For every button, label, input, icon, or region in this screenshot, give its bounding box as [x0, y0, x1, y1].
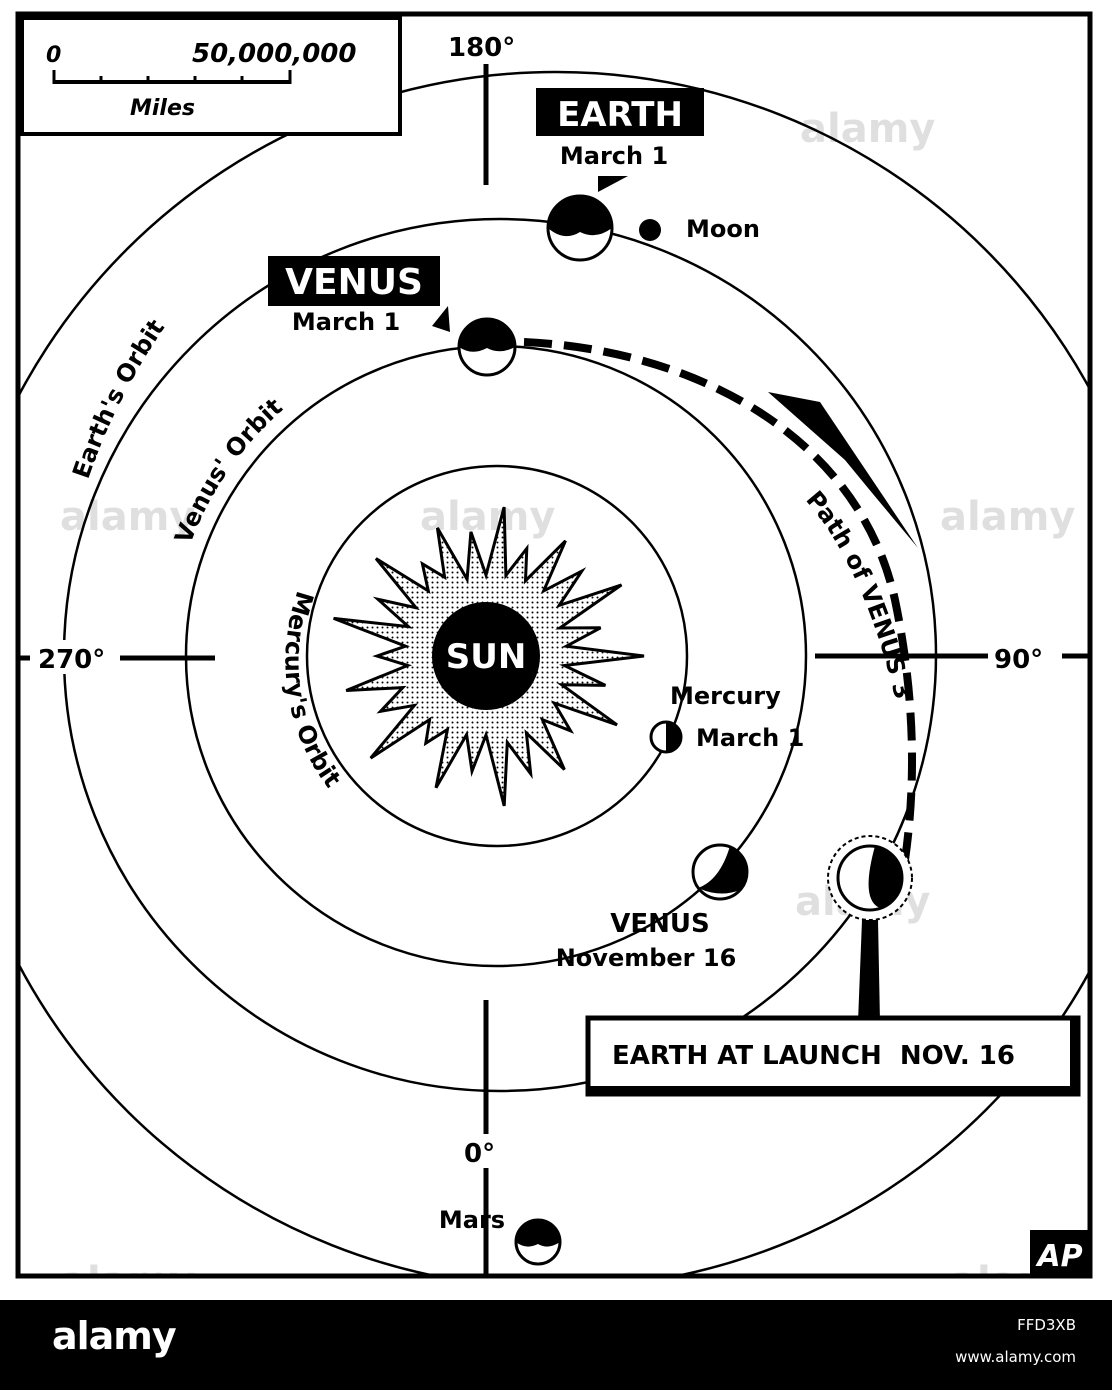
- footer-brand-logo: alamy: [52, 1314, 177, 1358]
- scale-unit: Miles: [130, 96, 195, 121]
- footer-url[interactable]: www.alamy.com: [955, 1348, 1076, 1366]
- watermark-text: alamy: [420, 494, 555, 540]
- footer-bar: alamy FFD3XB www.alamy.com: [0, 1300, 1112, 1390]
- venus-march-date: March 1: [292, 308, 400, 336]
- scale-zero: 0: [46, 43, 61, 68]
- earth-march-group: EARTH March 1 Moon: [536, 88, 760, 262]
- mercury-group: Mercury March 1: [649, 682, 804, 754]
- scale-legend: 0 50,000,000 Miles: [20, 16, 402, 136]
- watermark-text: alamy: [60, 1259, 195, 1300]
- degree-0-label: 0°: [464, 1139, 495, 1169]
- venus-nov-group: VENUS November 16: [556, 843, 749, 972]
- mercury-name: Mercury: [670, 682, 781, 710]
- earth-march-label-box: [536, 88, 704, 136]
- venus-march-group: VENUS March 1: [268, 256, 517, 377]
- launch-label: EARTH AT LAUNCH NOV. 16: [612, 1041, 1015, 1071]
- venus-march-pointer: [432, 306, 450, 332]
- mercury-orbit: [305, 464, 689, 848]
- moon-body: [639, 219, 661, 241]
- scale-max: 50,000,000: [192, 39, 356, 69]
- sun-disc: [432, 602, 540, 710]
- sun: SUN: [333, 506, 645, 807]
- mars-group: Mars: [439, 1206, 562, 1266]
- mars-label: Mars: [439, 1206, 505, 1234]
- degree-180-label: 180°: [448, 33, 515, 63]
- watermark-text: alamy: [800, 106, 935, 152]
- ap-logo: AP: [1030, 1230, 1090, 1276]
- moon-label: Moon: [686, 215, 760, 243]
- sun-label: SUN: [446, 637, 527, 677]
- orbit-diagram: alamy alamy alamy alamy alamy alamy alam…: [15, 11, 1093, 1300]
- earth-march-label: EARTH: [557, 95, 683, 135]
- ap-credit: AP: [1035, 1239, 1082, 1274]
- mercury-date: March 1: [696, 724, 804, 752]
- venus-nov-date: November 16: [556, 944, 737, 972]
- degree-270-label: 270°: [38, 645, 105, 675]
- footer-image-id: FFD3XB: [1017, 1316, 1076, 1334]
- watermark-text: alamy: [940, 494, 1075, 540]
- earth-launch-group: EARTH AT LAUNCH NOV. 16: [585, 835, 1081, 1097]
- venus-nov-name: VENUS: [610, 909, 709, 939]
- earth-march-pointer: [598, 176, 628, 192]
- venus-march-label: VENUS: [285, 262, 423, 303]
- earth-march-date: March 1: [560, 142, 668, 170]
- earth-orbit: [18, 70, 1090, 1276]
- launch-pointer: [858, 920, 880, 1022]
- degree-90-label: 90°: [994, 645, 1043, 675]
- venus-march-label-box: [268, 256, 440, 306]
- venus3-trajectory: [523, 338, 917, 883]
